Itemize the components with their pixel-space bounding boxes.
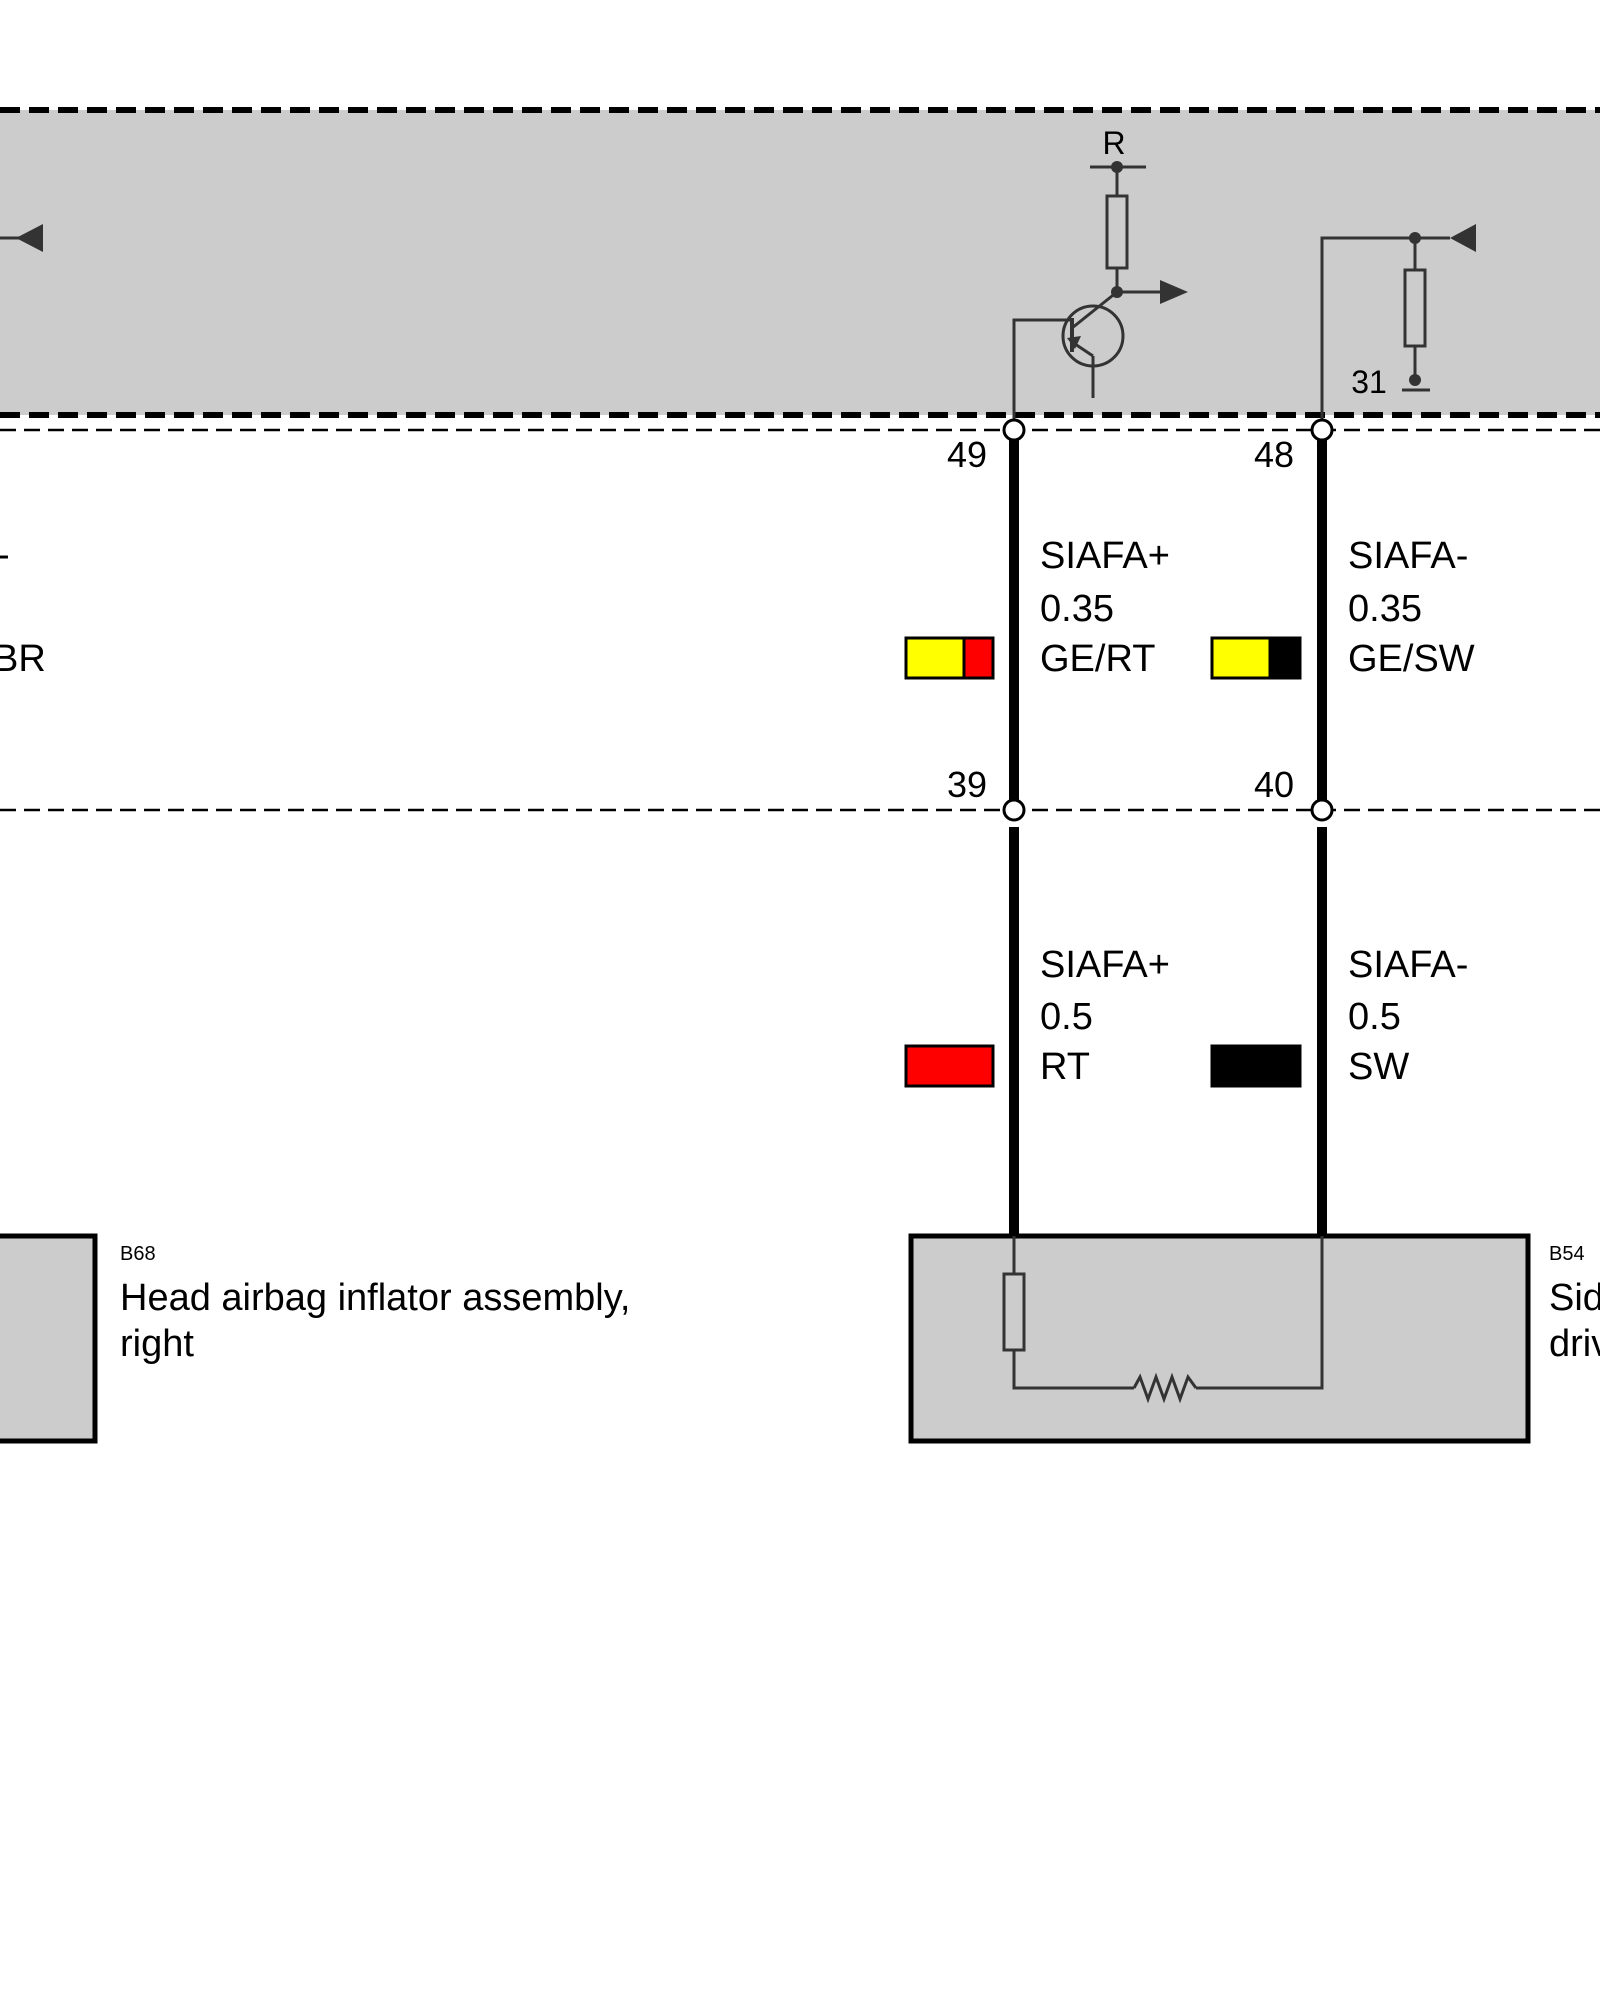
wire-signal-name: SIAFA+ <box>1040 944 1170 986</box>
pin-label: 48 <box>1254 434 1294 475</box>
igniter-circuit <box>1012 1350 1134 1390</box>
wire-color-code: GE/RT <box>1040 638 1155 680</box>
ground-label-31: 31 <box>1351 364 1387 400</box>
component-b68-body <box>0 1233 98 1444</box>
pnp-transistor-icon <box>1061 290 1125 398</box>
arrow-left-icon <box>0 224 43 252</box>
igniter-return <box>1196 1236 1324 1390</box>
wire-color-swatch <box>904 1044 995 1088</box>
wire-color-code: GE/SW <box>1348 638 1475 680</box>
component-name: Head airbag inflator assembly, <box>120 1277 630 1319</box>
control-unit: R <box>0 107 1600 430</box>
input-circuit: 31 <box>1320 224 1476 430</box>
component-name: driv <box>1549 1323 1600 1365</box>
pin-label: 49 <box>947 434 987 475</box>
left-color-tail: BR <box>0 638 46 680</box>
pin-label: 39 <box>947 764 987 805</box>
base-lead <box>1012 318 1072 430</box>
wire-signal-name: SIAFA- <box>1348 535 1468 577</box>
wire-color-swatch <box>1210 636 1302 680</box>
wire-color-swatch <box>1210 1044 1302 1088</box>
input-lead <box>1320 236 1415 430</box>
igniter-heating-element-icon <box>1132 1372 1198 1404</box>
wire-gauge: 0.5 <box>1348 996 1401 1038</box>
control-unit-body <box>0 110 1600 415</box>
wire-color-swatch <box>904 636 995 680</box>
component-name: right <box>120 1323 194 1365</box>
component-b68: B68 Head airbag inflator assembly, right <box>0 1233 630 1444</box>
wire-signal-name: SIAFA+ <box>1040 535 1170 577</box>
wire-signal-name: SIAFA- <box>1348 944 1468 986</box>
wire-gauge: 0.5 <box>1040 996 1093 1038</box>
pin-49-notch <box>1002 418 1026 442</box>
component-code: B68 <box>120 1243 156 1265</box>
component-name: Sid <box>1549 1277 1600 1319</box>
wire-gauge: 0.35 <box>1348 588 1422 630</box>
transistor-circuit: R <box>1012 125 1188 430</box>
wire-color-code: RT <box>1040 1046 1090 1088</box>
supply-label-r: R <box>1102 125 1125 161</box>
left-signal-tail: - <box>0 534 10 576</box>
component-code: B54 <box>1549 1243 1585 1265</box>
pin-40-notch <box>1310 798 1334 822</box>
pin-label: 40 <box>1254 764 1294 805</box>
wire-color-code: SW <box>1348 1046 1409 1088</box>
arrow-right-icon <box>1117 280 1188 304</box>
wire-gauge: 0.35 <box>1040 588 1114 630</box>
pin-48-notch <box>1310 418 1334 442</box>
wire-siafa-minus: 48 40 SIAFA- 0.35 GE/SW SIAFA- 0.5 SW <box>1210 418 1475 1236</box>
arrow-left-icon <box>1450 224 1476 252</box>
wire-siafa-plus: 49 39 SIAFA+ 0.35 GE/RT SIAFA+ 0.5 RT <box>904 418 1170 1236</box>
component-b54: B54 Sid driv <box>908 1233 1600 1444</box>
pin-39-notch <box>1002 798 1026 822</box>
